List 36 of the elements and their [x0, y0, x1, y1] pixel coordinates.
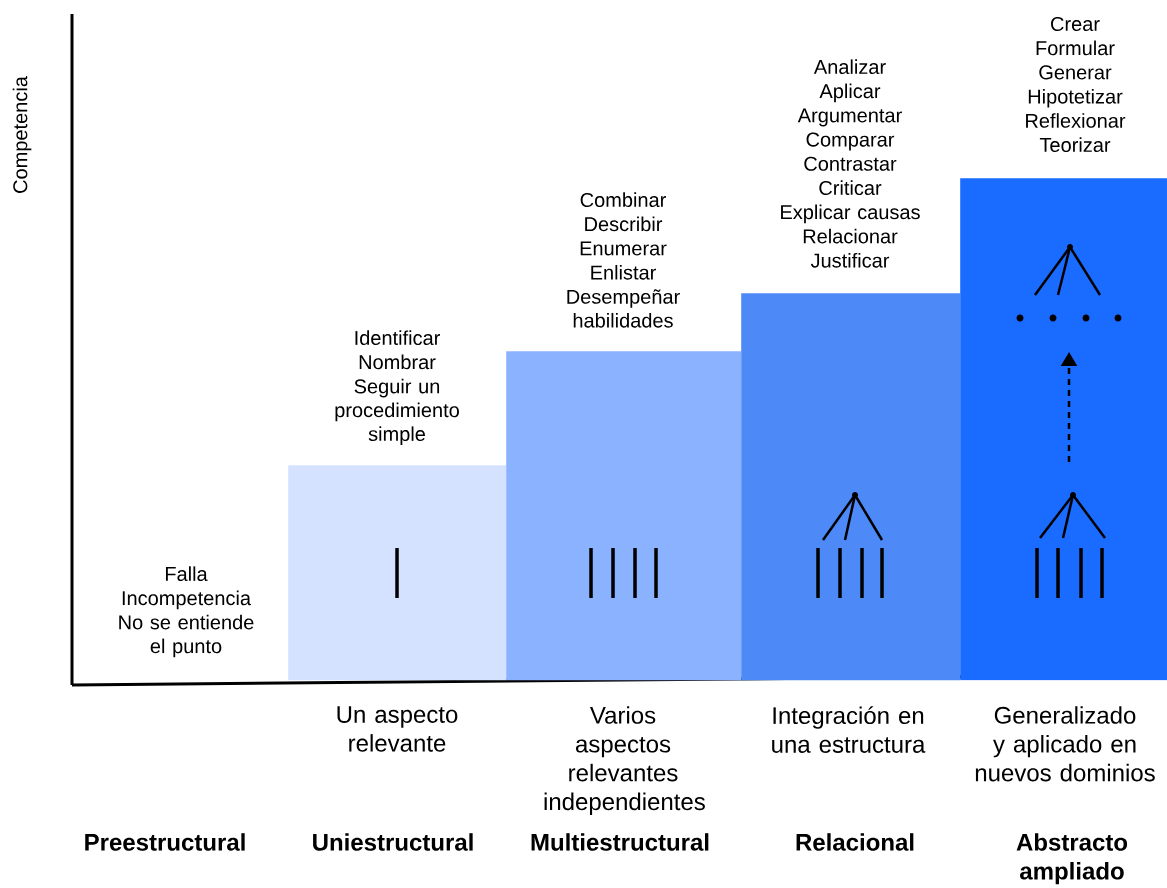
- level-description: Un aspecto relevante: [337, 706, 458, 752]
- level-name: Multiestructural: [531, 833, 709, 851]
- verb-label: Generar: [1039, 65, 1112, 80]
- level-bar: [288, 465, 507, 681]
- level-description: Generalizado y aplicado en nuevos dominios: [975, 706, 1155, 782]
- verb-label: Criticar: [819, 180, 882, 196]
- verb-label: Aplicar: [819, 83, 881, 103]
- level-description: Varios aspectos relevantes independientes: [544, 706, 705, 815]
- axis-title: Competencia: [12, 76, 32, 193]
- level-description: Integración en una estructura: [772, 706, 926, 753]
- level-name: Abstracto ampliado: [1016, 833, 1128, 885]
- verb-label: Enlistar: [591, 264, 656, 280]
- verb-label: Teorizar: [1039, 137, 1111, 153]
- verb-label: Combinar: [580, 192, 666, 208]
- level-bar: [960, 178, 1167, 681]
- verb-label: Seguir un procedimiento simple: [335, 378, 459, 445]
- verb-label: Contrastar: [804, 156, 897, 171]
- verb-label: Reflexionar: [1026, 113, 1126, 128]
- verb-label: Hipotetizar: [1028, 88, 1123, 108]
- verb-label: Comparar: [806, 132, 895, 151]
- outcome-label: No se entiende el punto: [119, 614, 254, 658]
- verb-label: Enumerar: [580, 241, 667, 256]
- level-bar: [506, 351, 742, 681]
- verb-label: Nombrar: [359, 354, 436, 370]
- verb-label: Formular: [1036, 40, 1115, 56]
- level-name: Relacional: [796, 833, 914, 851]
- verb-label: Relacionar: [803, 228, 898, 244]
- outcome-label: Falla: [166, 566, 208, 582]
- verb-label: Explicar causas: [781, 204, 920, 224]
- level-name: Uniestructural: [313, 833, 473, 851]
- level-bar: [741, 293, 961, 681]
- verb-label: Describir: [585, 216, 663, 232]
- verb-label: Identificar: [355, 330, 440, 346]
- verb-label: Crear: [1051, 16, 1100, 32]
- level-name: Preestructural: [85, 833, 245, 851]
- verb-label: Analizar: [813, 59, 886, 75]
